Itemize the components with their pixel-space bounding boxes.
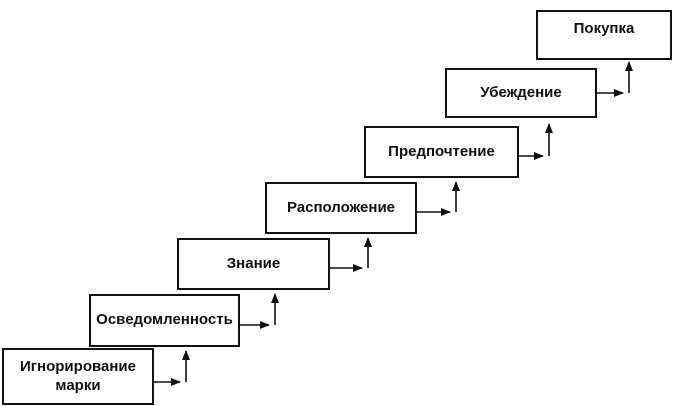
- step-label: Осведомленность: [96, 311, 233, 329]
- step-awareness: Осведомленность: [89, 294, 240, 347]
- step-label: Знание: [226, 254, 281, 272]
- step-knowledge: Знание: [177, 238, 330, 290]
- step-label: Убеждение: [480, 83, 562, 101]
- step-brand-ignorance: Игнорирование марки: [2, 348, 154, 405]
- step-purchase: Покупка: [536, 10, 672, 60]
- step-label: Покупка: [573, 20, 635, 37]
- step-label: Предпочтение: [388, 142, 495, 160]
- step-liking: Расположение: [265, 182, 417, 234]
- step-preference: Предпочтение: [364, 126, 519, 178]
- step-label: Игнорирование марки: [20, 357, 136, 394]
- step-label: Расположение: [286, 198, 396, 216]
- step-conviction: Убеждение: [445, 68, 597, 118]
